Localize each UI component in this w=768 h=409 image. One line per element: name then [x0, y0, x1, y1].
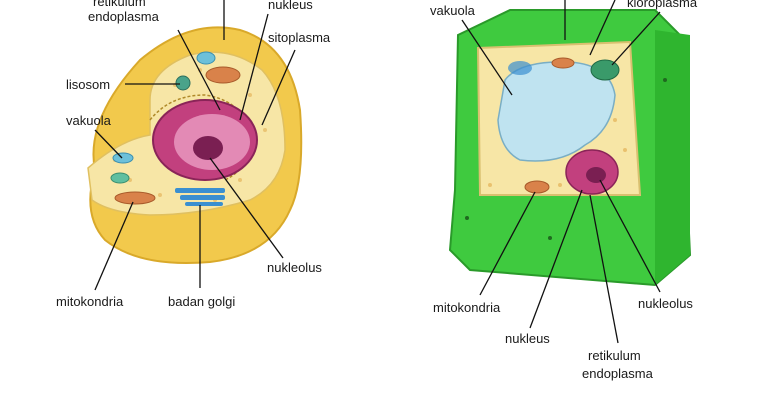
label-nukleus-animal: nukleus [268, 0, 313, 12]
plant-mitochondria-2 [552, 58, 574, 68]
animal-mitochondria-2 [115, 192, 155, 204]
animal-vacuole-2 [197, 52, 215, 64]
label-endoplasma-animal: endoplasma [88, 9, 160, 24]
animal-vacuole-1 [113, 153, 133, 163]
plant-nucleolus [586, 167, 606, 183]
label-nukleus-plant: nukleus [505, 331, 550, 346]
plant-mitochondria [525, 181, 549, 193]
label-kloroplasma: kloroplasma [627, 0, 698, 10]
wall-pit-2 [548, 236, 552, 240]
label-endoplasma-plant: endoplasma [582, 366, 654, 381]
label-nukleolus-plant: nukleolus [638, 296, 693, 311]
label-sitoplasma: sitoplasma [268, 30, 331, 45]
label-badan-golgi: badan golgi [168, 294, 235, 309]
label-mitokondria-plant: mitokondria [433, 300, 501, 315]
label-retikulum-animal: retikulum [93, 0, 146, 9]
animal-nucleolus [193, 136, 223, 160]
wall-pit-1 [465, 216, 469, 220]
label-retikulum-plant: retikulum [588, 348, 641, 363]
plant-wall-side [655, 30, 690, 285]
plant-cell [450, 10, 690, 285]
label-mitokondria-animal: mitokondria [56, 294, 124, 309]
label-vakuola-plant: vakuola [430, 3, 476, 18]
label-lisosom: lisosom [66, 77, 110, 92]
animal-vacuole-3 [111, 173, 129, 183]
plant-chloroplast-2 [508, 61, 532, 75]
label-nukleolus-animal: nukleolus [267, 260, 322, 275]
plant-chloroplast-1 [591, 60, 619, 80]
animal-mitochondria-1 [206, 67, 240, 83]
wall-pit-3 [663, 78, 667, 82]
animal-lisosom-organelle [176, 76, 190, 90]
label-vakuola-animal: vakuola [66, 113, 112, 128]
